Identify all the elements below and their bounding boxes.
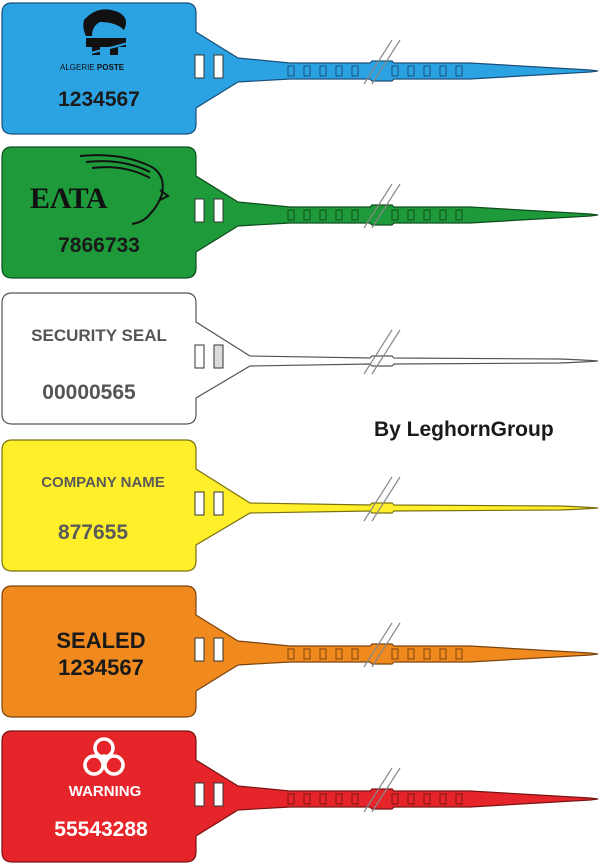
logo-text-algerie: ALGERIE (60, 63, 95, 72)
biohazard-icon (83, 737, 125, 776)
elta-logo-icon (79, 154, 170, 225)
seal-number: 1234567 (58, 88, 140, 111)
algerie-poste-logo-icon (79, 9, 133, 57)
seal-red-shape (1, 730, 599, 863)
seal-number: 00000565 (42, 381, 136, 404)
seal-number: 55543288 (54, 818, 148, 841)
seal-green: ΕΛΤΑ 7866733 (0, 144, 600, 282)
seal-number: 877655 (57, 521, 129, 544)
seal-number: 1234567 (58, 655, 144, 680)
seal-label: SEALED (56, 628, 146, 653)
seal-green-shape (1, 146, 599, 279)
seal-yellow: COMPANY NAME 877655 (0, 437, 600, 575)
credit-text: By LeghornGroup (374, 418, 554, 441)
seal-label: SECURITY SEAL (31, 326, 167, 345)
seal-white: SECURITY SEAL 00000565 (0, 290, 600, 428)
seal-white-shape (1, 292, 599, 425)
seal-red: WARNING 55543288 (0, 728, 600, 866)
seal-blue-shape (1, 2, 599, 135)
seal-green-logo-text: ΕΛΤΑ (30, 182, 108, 215)
seal-number: 7866733 (58, 234, 140, 257)
seal-blue-logo-text: ALGERIE POSTE (60, 63, 140, 72)
seal-yellow-shape (1, 439, 599, 572)
logo-text-poste: POSTE (96, 63, 125, 72)
seal-label: COMPANY NAME (41, 474, 165, 491)
seal-blue: ALGERIE POSTE 1234567 (0, 0, 600, 138)
seal-orange-shape (1, 585, 599, 718)
seal-orange: SEALED 1234567 (0, 583, 600, 721)
seal-label: WARNING (68, 783, 142, 800)
